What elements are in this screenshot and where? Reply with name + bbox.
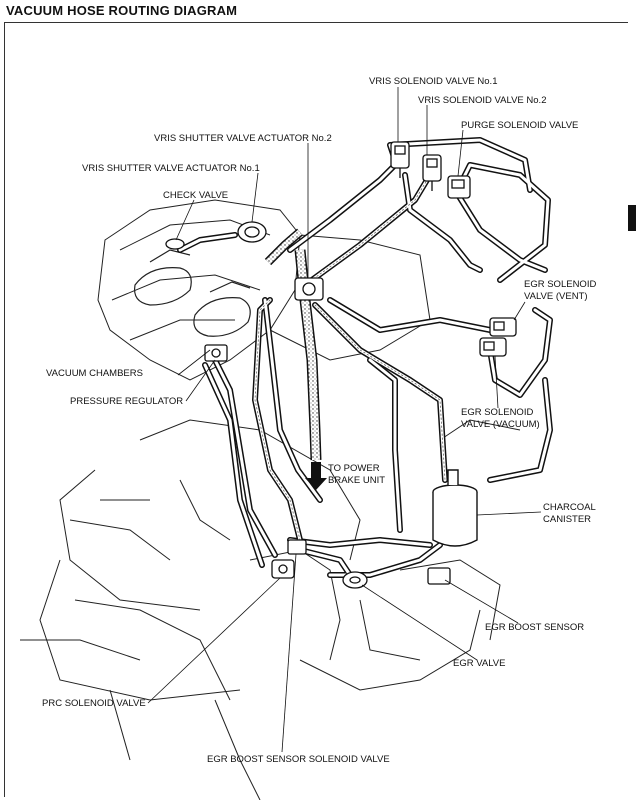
egr-solenoid-valve-vacuum [479,337,507,357]
label-prc-solenoid-valve: PRC SOLENOID VALVE [42,698,146,709]
label-vris-shutter-actuator-2: VRIS SHUTTER VALVE ACTUATOR No.2 [154,133,332,144]
label-power-brake-line2: BRAKE UNIT [328,475,385,486]
intake-manifold [133,249,251,337]
label-egr-valve: EGR VALVE [453,658,505,669]
egr-boost-sensor [427,567,451,585]
charcoal-canister [432,469,478,547]
upper-brake-hose [264,228,303,266]
section-tab-marker [628,205,636,231]
vris-shutter-actuator-1 [237,221,267,243]
label-vacuum-chambers: VACUUM CHAMBERS [46,368,143,379]
egr-solenoid-valve-vent [489,317,517,337]
diagram-title: VACUUM HOSE ROUTING DIAGRAM [6,3,238,18]
label-vris-solenoid-valve-1: VRIS SOLENOID VALVE No.1 [369,76,497,87]
label-charcoal-canister-line2: CANISTER [543,514,591,525]
label-power-brake-line1: TO POWER [328,463,380,474]
vris-shutter-actuator-2 [294,277,324,301]
leader-lines [147,87,542,753]
label-egr-solenoid-vacuum-line1: EGR SOLENOID [461,407,533,418]
engine-outline [20,199,521,800]
label-egr-solenoid-vent-line1: EGR SOLENOID [524,279,596,290]
label-egr-solenoid-vent-line2: VALVE (VENT) [524,291,588,302]
label-check-valve: CHECK VALVE [163,190,228,201]
check-valve [165,238,185,250]
purge-solenoid-valve [447,175,471,199]
vris-solenoid-valve-2 [422,154,442,191]
label-egr-solenoid-vacuum-line2: VALVE (VACUUM) [461,419,540,430]
power-brake-arrow-icon [305,462,327,490]
vris-solenoid-valve-1 [390,141,410,178]
vacuum-hoses [177,137,553,578]
pressure-regulator [204,344,228,362]
egr-boost-sensor-solenoid-valve [287,539,307,555]
label-egr-boost-sensor: EGR BOOST SENSOR [485,622,584,633]
egr-valve [342,571,368,589]
label-pressure-regulator: PRESSURE REGULATOR [70,396,183,407]
label-vris-solenoid-valve-2: VRIS SOLENOID VALVE No.2 [418,95,546,106]
prc-solenoid-valve [271,559,295,579]
label-purge-solenoid-valve: PURGE SOLENOID VALVE [461,120,578,131]
label-vris-shutter-actuator-1: VRIS SHUTTER VALVE ACTUATOR No.1 [82,163,260,174]
label-charcoal-canister-line1: CHARCOAL [543,502,596,513]
diagram-frame [4,22,628,797]
label-egr-boost-sensor-solenoid-valve: EGR BOOST SENSOR SOLENOID VALVE [207,754,390,765]
